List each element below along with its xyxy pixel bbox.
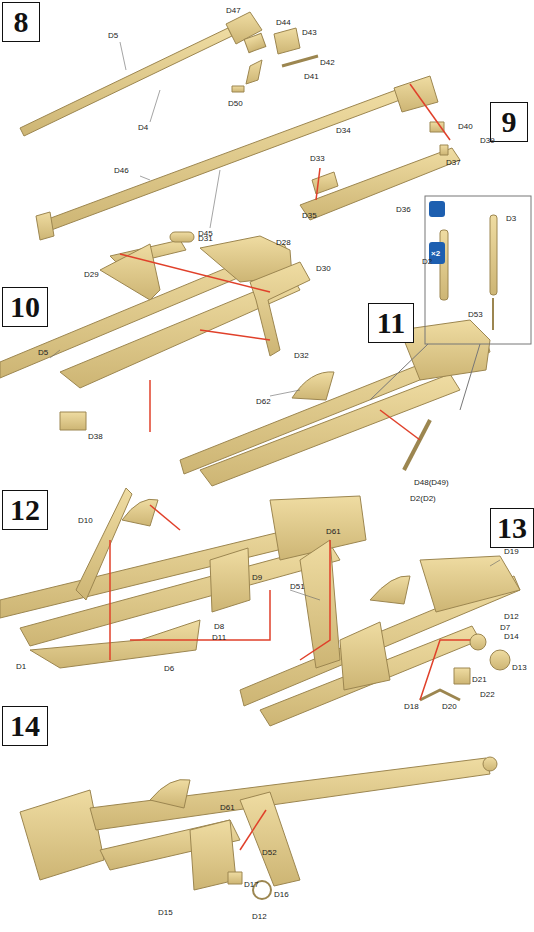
part-number: D17 <box>244 880 259 889</box>
part-number: D38 <box>88 432 103 441</box>
part-number: D39 <box>480 136 495 145</box>
part-number: D34 <box>336 126 351 135</box>
part-number: D46 <box>114 166 129 175</box>
part-number: D15 <box>158 908 173 917</box>
step-number-box: 8 <box>2 2 40 42</box>
step-number-box: 11 <box>368 303 414 343</box>
part-number: D8 <box>214 622 224 631</box>
part-number: D33 <box>310 154 325 163</box>
part-number: D6 <box>164 664 174 673</box>
part-number: D44 <box>276 18 291 27</box>
part-number: D5 <box>108 31 118 40</box>
part-number: D30 <box>316 264 331 273</box>
part-number: D12 <box>504 612 519 621</box>
step-number: 10 <box>6 290 44 324</box>
part-number: D11 <box>212 633 226 642</box>
part-number: D32 <box>294 351 309 360</box>
part-number: D14 <box>504 632 519 641</box>
part-number: D42 <box>320 58 335 67</box>
part-number: D31 <box>198 234 213 243</box>
part-number: D37 <box>446 158 461 167</box>
part-number: D61 <box>220 803 235 812</box>
part-number: D29 <box>84 270 99 279</box>
step-number-box: 9 <box>490 102 528 142</box>
part-number: D7 <box>500 623 510 632</box>
part-number: D1 <box>16 662 26 671</box>
part-number: D48(D49) <box>414 478 449 487</box>
step-number: 13 <box>493 511 531 545</box>
step-number-box: 13 <box>490 508 534 548</box>
part-number: D50 <box>228 99 243 108</box>
part-number: D51 <box>290 582 305 591</box>
step-number: 8 <box>10 5 33 39</box>
part-number: D3 <box>506 214 516 223</box>
part-number: D10 <box>78 516 93 525</box>
part-number: D36 <box>396 205 411 214</box>
part-number: D21 <box>472 675 487 684</box>
step-number: 14 <box>6 709 44 743</box>
part-number: D61 <box>326 527 341 536</box>
step-number-box: 14 <box>2 706 48 746</box>
part-number: D9 <box>252 573 262 582</box>
part-number: D2(D2) <box>410 494 436 503</box>
part-number: D2 <box>422 257 432 266</box>
part-number: D22 <box>480 690 495 699</box>
part-number: D16 <box>274 890 289 899</box>
part-number: D53 <box>468 310 483 319</box>
part-number: D40 <box>458 122 473 131</box>
part-number: D35 <box>302 211 317 220</box>
step-number: 9 <box>498 105 521 139</box>
part-number: D20 <box>442 702 457 711</box>
part-number: D62 <box>256 397 271 406</box>
step-number: 12 <box>6 493 44 527</box>
part-number: D43 <box>302 28 317 37</box>
part-number: D41 <box>304 72 319 81</box>
part-number: D47 <box>226 6 241 15</box>
part-number: D19 <box>504 547 519 556</box>
part-number: D18 <box>404 702 419 711</box>
step-number-box: 10 <box>2 287 48 327</box>
part-number: D5 <box>38 348 48 357</box>
part-number: D4 <box>138 123 148 132</box>
part-number: D13 <box>512 663 527 672</box>
part-number: D12 <box>252 912 267 921</box>
part-number: D28 <box>276 238 291 247</box>
step-number-box: 12 <box>2 490 48 530</box>
step-number: 11 <box>373 306 409 340</box>
quantity-mark: ×2 <box>431 249 440 258</box>
part-number: D52 <box>262 848 277 857</box>
